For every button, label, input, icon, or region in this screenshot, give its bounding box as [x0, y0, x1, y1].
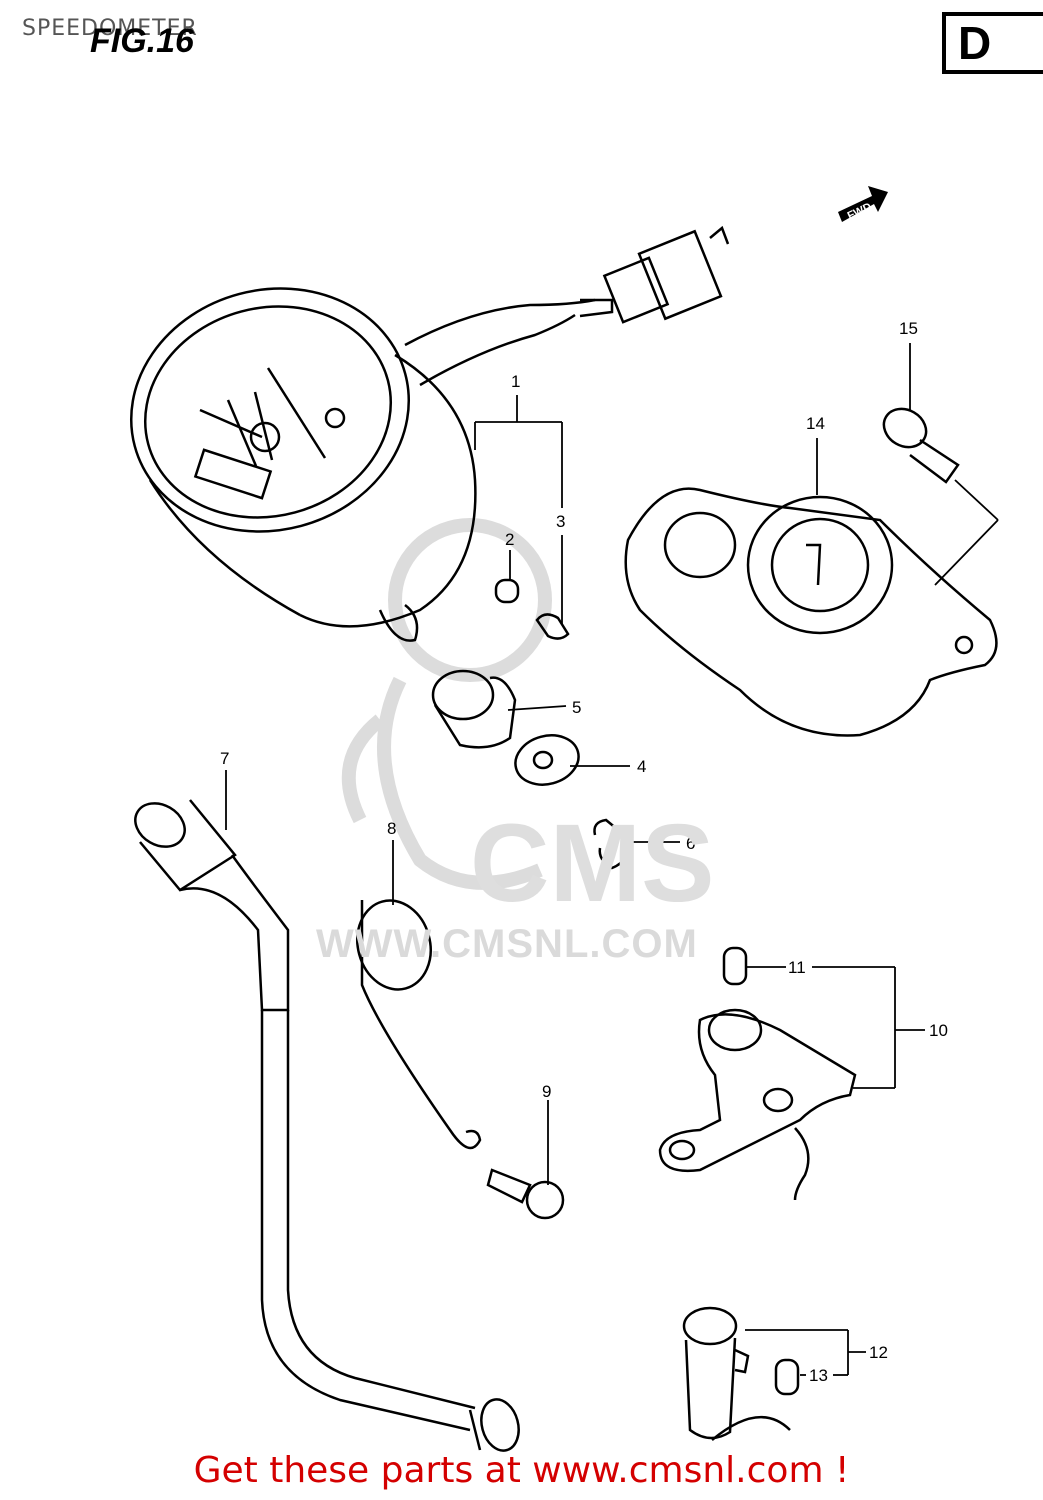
bulb-part-2	[494, 578, 520, 604]
washer-part-4	[514, 734, 580, 786]
watermark-logo-text: CMS	[470, 802, 715, 925]
ignition-switch-part-14	[624, 487, 998, 737]
figure-label: FIG.16	[90, 22, 194, 60]
bulb-part-13	[774, 1358, 800, 1396]
callout-1: 1	[511, 372, 520, 391]
callout-6: 6	[686, 834, 695, 853]
callout-10: 10	[929, 1021, 948, 1040]
callout-7: 7	[220, 749, 229, 768]
callout-13: 13	[809, 1366, 828, 1385]
leader-lines	[225, 343, 999, 1376]
screw-part-15	[882, 407, 960, 484]
socket-part-3	[535, 613, 570, 640]
callout-15: 15	[899, 319, 918, 338]
callout-9: 9	[542, 1082, 551, 1101]
speedometer-assembly	[129, 225, 730, 642]
callout-3: 3	[556, 512, 565, 531]
bulb-part-11	[722, 946, 748, 986]
spring-part-8	[356, 899, 482, 1150]
indicator-plate-part-10	[658, 1008, 857, 1201]
callout-14: 14	[806, 414, 825, 433]
section-box	[942, 12, 1043, 74]
watermark-url: WWW.CMSNL.COM	[316, 922, 698, 966]
bolt-part-6	[593, 818, 630, 870]
callout-11: 11	[788, 958, 806, 977]
parts-cta-link[interactable]: Get these parts at www.cmsnl.com !	[193, 1450, 850, 1491]
grommet-part-5	[431, 669, 517, 749]
callout-4: 4	[637, 757, 646, 776]
watermark-mascot	[341, 518, 552, 890]
section-label: D	[958, 17, 992, 69]
part-callouts: 1 2 3 4 5 6 7 8 9 10 11 12 13 14 15	[220, 319, 948, 1385]
socket-part-12	[682, 1306, 791, 1441]
callout-8: 8	[387, 819, 396, 838]
page-title: SPEEDOMETER	[22, 16, 198, 41]
fwd-arrow: FWD	[838, 186, 888, 222]
fwd-label: FWD	[846, 201, 874, 222]
screw-part-9	[486, 1168, 565, 1220]
callout-5: 5	[572, 698, 581, 717]
callout-12: 12	[869, 1343, 888, 1362]
speedometer-cable-part-7	[134, 799, 520, 1452]
callout-2: 2	[505, 530, 514, 549]
